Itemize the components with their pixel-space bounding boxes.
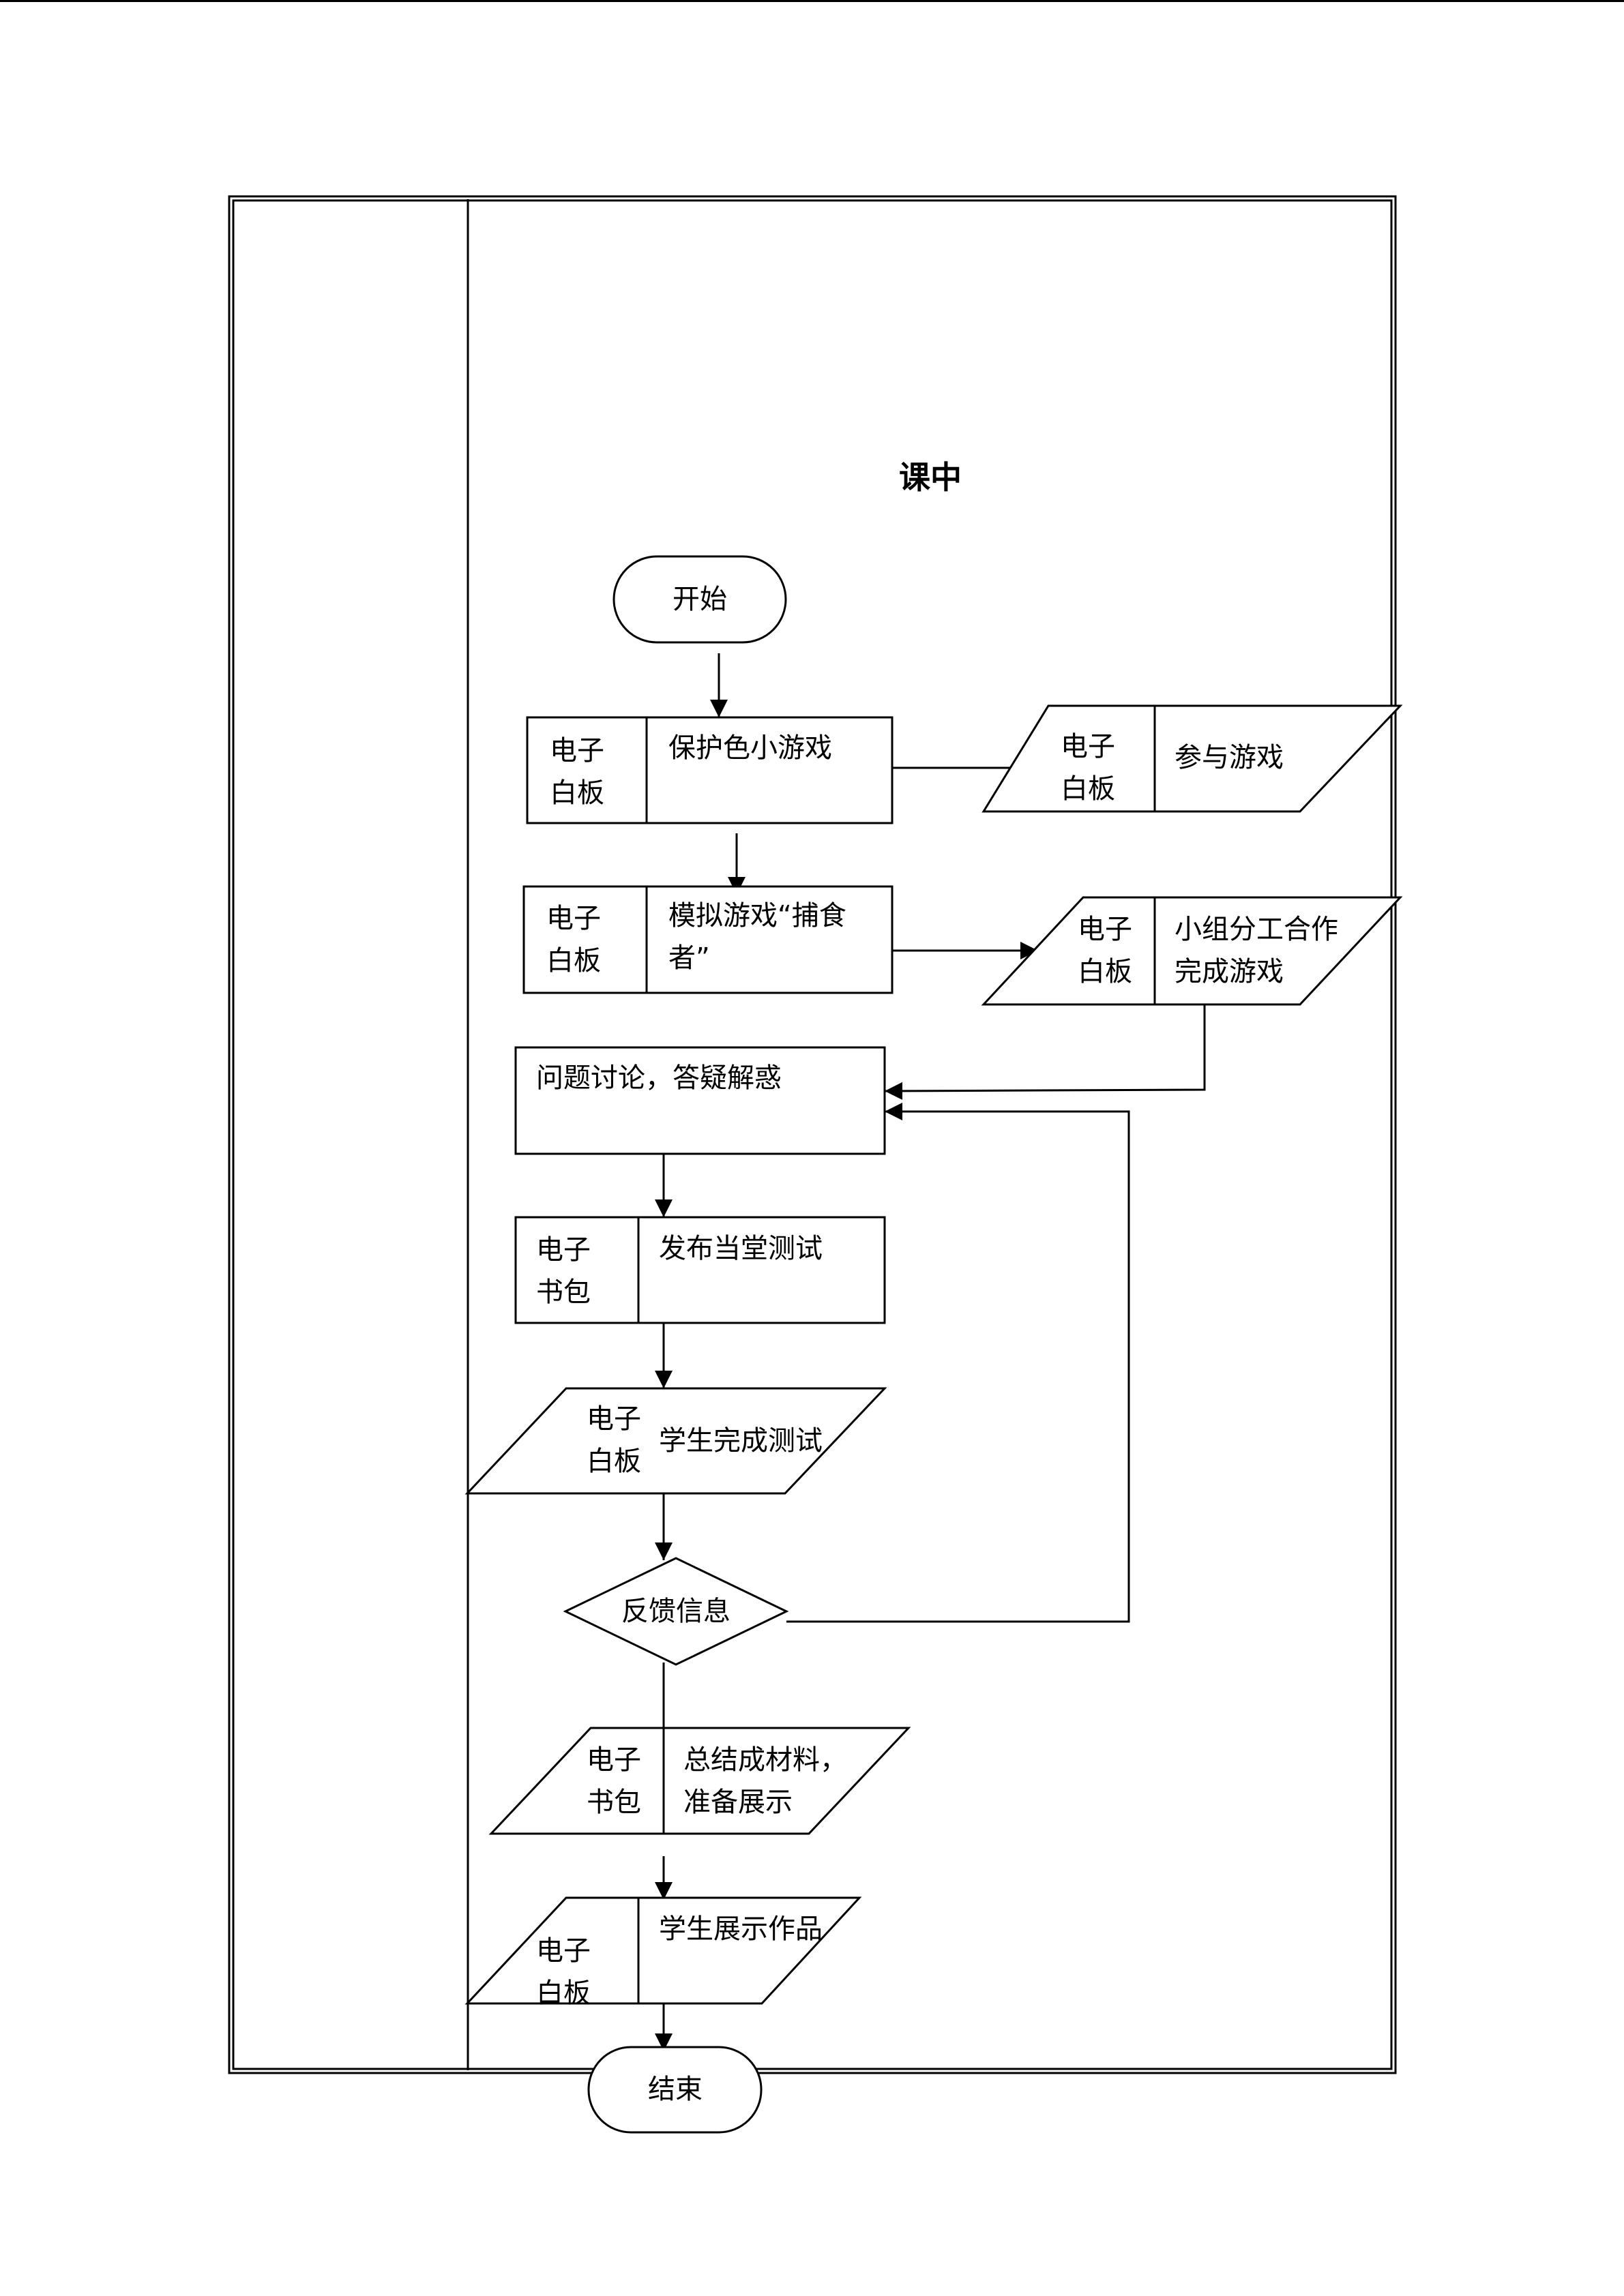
summary-label-line1: 总结成材料， [683,1744,847,1776]
summary-tool-line1: 电子 [587,1744,641,1776]
show-label: 学生展示作品 [659,1913,823,1945]
game-label: 保护色小游戏 [668,732,832,764]
show-tool-line1: 电子 [536,1935,591,1967]
summary-io: 电子 书包 总结成材料， 准备展示 [488,1727,911,1835]
sim-label-line2: 者” [668,942,710,974]
end-terminal: 结束 [587,2046,763,2134]
group-io: 电子 白板 小组分工合作 完成游戏 [981,896,1403,1006]
summary-label-line2: 准备展示 [683,1787,793,1818]
discuss-process: 问题讨论，答疑解惑 [514,1046,886,1155]
join-io: 电子 白板 参与游戏 [981,704,1403,813]
page-top-rule [0,0,1624,2]
summary-tool-line2: 书包 [587,1787,641,1818]
quiz-tool-line1: 电子 [536,1234,591,1266]
do-quiz-io: 电子 白板 学生完成测试 [464,1387,887,1495]
quiz-tool-line2: 书包 [536,1277,591,1308]
quiz-process: 电子 书包 发布当堂测试 [514,1216,886,1324]
start-terminal: 开始 [612,555,787,644]
sim-tool-line2: 白板 [546,945,601,976]
table-frame [228,195,1397,2074]
arrow-feedback-to-discuss [786,1103,1130,1623]
do-quiz-label: 学生完成测试 [659,1425,823,1457]
arrow-group-to-discuss [884,1004,1206,1100]
section-title: 课中 [899,459,962,496]
feedback-decision: 反馈信息 [563,1557,789,1666]
game-tool-line1: 电子 [550,735,604,766]
quiz-label: 发布当堂测试 [659,1233,823,1264]
end-label: 结束 [648,2074,703,2105]
sim-tool-line1: 电子 [546,903,601,934]
sim-label-line1: 模拟游戏“捕食 [668,900,846,931]
game-process: 电子 白板 保护色小游戏 [526,716,894,824]
join-tool-line1: 电子 [1061,731,1115,762]
join-tool-line2: 白板 [1061,773,1115,805]
feedback-label: 反馈信息 [621,1596,730,1627]
group-label-line2: 完成游戏 [1175,956,1284,987]
group-tool-line2: 白板 [1078,956,1132,987]
do-quiz-tool-line2: 白板 [587,1446,641,1477]
show-tool-line2: 白板 [536,1978,591,2009]
discuss-label: 问题讨论，答疑解惑 [536,1062,782,1094]
group-label-line1: 小组分工合作 [1175,914,1338,945]
do-quiz-tool-line1: 电子 [587,1403,641,1435]
start-label: 开始 [673,584,727,615]
connectors [655,653,1206,2051]
group-tool-line1: 电子 [1078,914,1132,945]
show-io: 电子 白板 学生展示作品 [464,1896,862,2009]
join-label: 参与游戏 [1175,742,1284,773]
game-tool-line2: 白板 [550,777,604,809]
sim-process: 电子 白板 模拟游戏“捕食 者” [522,885,894,994]
